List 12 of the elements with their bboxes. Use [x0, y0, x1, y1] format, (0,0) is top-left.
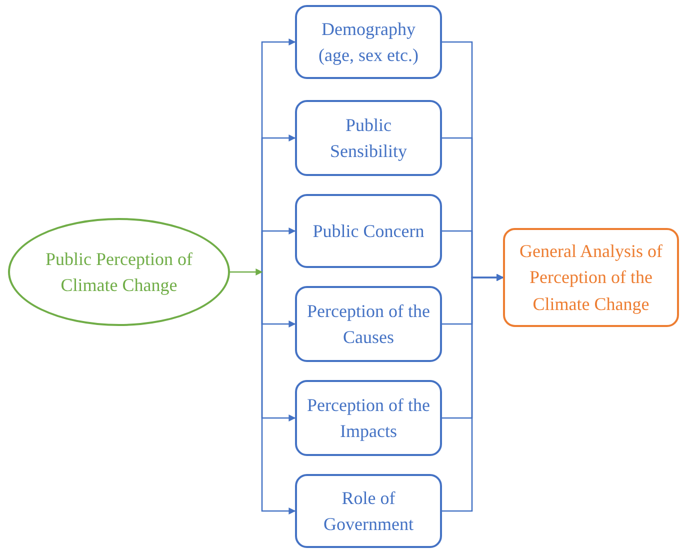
- connector-arrow: [442, 274, 504, 512]
- factor-box: Role of Government: [295, 474, 442, 548]
- connector-arrow: [261, 272, 296, 514]
- result-box: General Analysis of Perception of the Climate Change: [503, 228, 679, 327]
- factor-box: Demography (age, sex etc.): [295, 5, 442, 79]
- arrow: [230, 268, 263, 276]
- factor-box: Public Sensibility: [295, 100, 442, 176]
- factor-box: Perception of the Impacts: [295, 380, 442, 456]
- factor-box: Public Concern: [295, 194, 442, 268]
- source-ellipse: Public Perception of Climate Change: [8, 218, 230, 326]
- connector-arrow: [261, 228, 296, 272]
- factor-box: Perception of the Causes: [295, 286, 442, 362]
